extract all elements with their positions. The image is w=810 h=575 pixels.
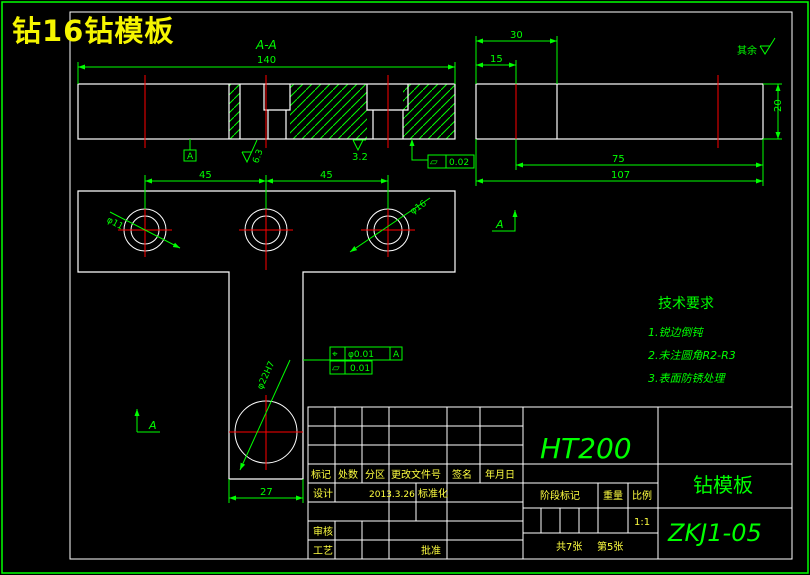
hatch-center bbox=[290, 84, 367, 139]
section-mark-1: A bbox=[495, 218, 504, 231]
dim-pitch-2: 45 bbox=[320, 170, 333, 181]
section-view: A-A 140 A 6.3 3.2 ▱ 0.02 bbox=[77, 38, 475, 169]
tb-sheet-no: 第5张 bbox=[597, 540, 623, 553]
tb-part-name: 钻模板 bbox=[693, 473, 753, 497]
title-block bbox=[307, 406, 793, 560]
tb-header-2: 分区 bbox=[365, 469, 385, 481]
tb-design-label: 设计 bbox=[313, 487, 333, 500]
title-block-text: 标记 处数 分区 更改文件号 签名 年月日 设计 2013.3.26 标准化 审… bbox=[311, 468, 652, 557]
tb-stage-label: 阶段标记 bbox=[540, 489, 580, 502]
flatness-value: 0.02 bbox=[449, 158, 469, 168]
tol-position-value: φ0.01 bbox=[348, 350, 374, 360]
datum-label: A bbox=[187, 152, 194, 162]
drawing-title: 钻16钻模板 bbox=[12, 14, 175, 48]
tech-item-3: 3.表面防锈处理 bbox=[648, 372, 726, 385]
tech-requirements: 技术要求 1.锐边倒钝 2.未注圆角R2-R3 3.表面防锈处理 bbox=[648, 296, 736, 385]
tb-weight-label: 重量 bbox=[603, 489, 623, 502]
tech-item-1: 1.锐边倒钝 bbox=[648, 326, 704, 339]
dim-15: 15 bbox=[490, 54, 503, 65]
surface-note: 其余 bbox=[737, 44, 757, 57]
side-outline bbox=[475, 83, 764, 140]
bottom-hole-dia: φ22H7 bbox=[256, 360, 278, 391]
tol-flatness-symbol: ▱ bbox=[332, 363, 340, 374]
roughness-symbol bbox=[241, 139, 258, 164]
tb-scale-label: 比例 bbox=[632, 489, 652, 502]
tb-scale-value: 1:1 bbox=[634, 517, 650, 528]
dia-leader bbox=[239, 359, 291, 471]
tb-material: HT200 bbox=[540, 432, 632, 465]
datum-box bbox=[183, 149, 197, 162]
dim-20: 20 bbox=[773, 99, 784, 112]
roughness-left: 6.3 bbox=[251, 148, 265, 165]
dia-leader bbox=[349, 197, 431, 253]
section-mark-2: A bbox=[148, 419, 157, 432]
tb-sheets-total: 共7张 bbox=[556, 541, 582, 553]
hole-dia-large: φ16 bbox=[409, 199, 429, 217]
side-view: 30 15 20 75 107 其余 bbox=[475, 30, 784, 186]
tb-review-label: 审核 bbox=[313, 525, 333, 538]
tb-header-5: 年月日 bbox=[485, 468, 515, 481]
hatch-left bbox=[229, 84, 240, 139]
tol-position-frame bbox=[329, 346, 403, 361]
flatness-leader bbox=[409, 139, 428, 161]
dim-pitch-1: 45 bbox=[199, 170, 212, 181]
section-label: A-A bbox=[255, 38, 277, 52]
flatness-symbol: ▱ bbox=[430, 157, 438, 168]
section-arrow bbox=[492, 210, 518, 232]
roughness-note-symbol bbox=[759, 37, 776, 55]
hatch-right bbox=[403, 84, 455, 139]
tb-design-date: 2013.3.26 bbox=[369, 490, 415, 500]
plan-view: 45 45 φ11 φ16 φ22H7 27 A A ⌖ φ0.01 A ▱ 0… bbox=[77, 170, 518, 503]
tech-heading: 技术要求 bbox=[658, 296, 714, 312]
tb-header-1: 处数 bbox=[338, 468, 358, 481]
dim-107: 107 bbox=[611, 170, 630, 181]
plan-centerlines bbox=[118, 203, 415, 470]
tol-position-symbol: ⌖ bbox=[332, 349, 338, 360]
tb-approve-label: 批准 bbox=[421, 544, 441, 557]
dim-75: 75 bbox=[612, 154, 625, 165]
roughness-mid: 3.2 bbox=[352, 152, 368, 163]
roughness-symbol bbox=[352, 139, 366, 152]
tol-flatness-value: 0.01 bbox=[350, 364, 370, 374]
flatness-frame bbox=[427, 154, 475, 169]
tb-header-3: 更改文件号 bbox=[391, 468, 441, 481]
tb-header-4: 签名 bbox=[452, 468, 472, 481]
tb-standardize-label: 标准化 bbox=[418, 487, 448, 500]
dim-30: 30 bbox=[510, 30, 523, 41]
dia-leader bbox=[109, 211, 181, 249]
dim-140: 140 bbox=[257, 55, 276, 66]
tb-drawing-no: ZKJ1-05 bbox=[667, 519, 762, 547]
counterbore-left bbox=[228, 84, 291, 139]
tb-process-label: 工艺 bbox=[313, 545, 333, 557]
dim-27: 27 bbox=[260, 487, 273, 498]
tol-flatness-frame bbox=[329, 360, 373, 375]
tech-item-2: 2.未注圆角R2-R3 bbox=[648, 349, 736, 362]
tol-position-datum: A bbox=[393, 350, 400, 360]
tb-header-0: 标记 bbox=[311, 469, 331, 481]
section-arrow bbox=[137, 409, 160, 433]
